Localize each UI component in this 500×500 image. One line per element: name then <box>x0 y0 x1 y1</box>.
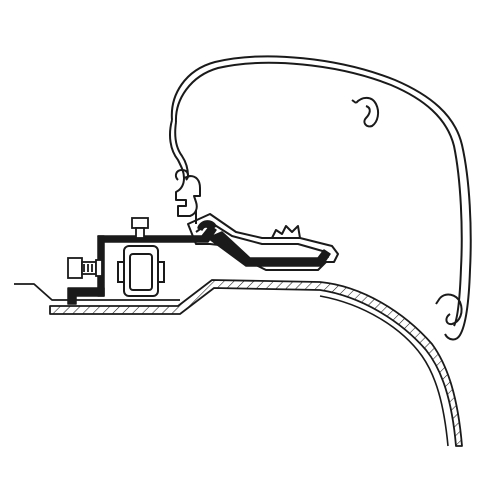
vehicle-roof-panel <box>14 279 463 447</box>
awning-cassette <box>169 55 472 341</box>
clamp-block <box>117 245 165 297</box>
mounting-rail <box>174 169 339 271</box>
roof-inner-lining <box>319 295 449 447</box>
bolt-and-nut <box>67 217 149 279</box>
